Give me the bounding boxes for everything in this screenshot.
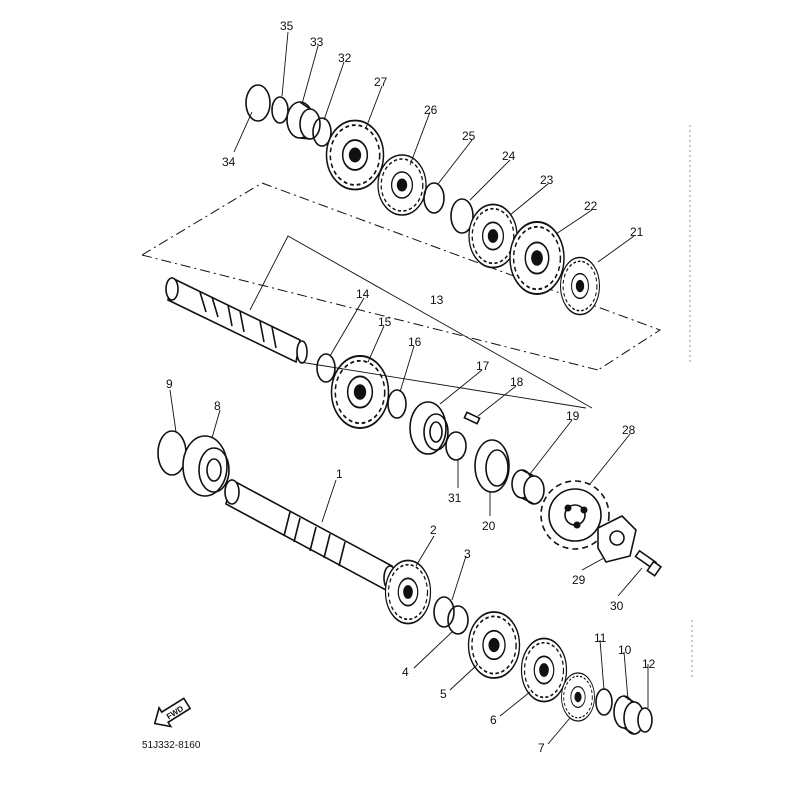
gear-6 <box>520 637 568 703</box>
circlip-34 <box>245 84 271 122</box>
dash-dot-outline <box>141 182 662 371</box>
gear-26 <box>377 154 427 216</box>
circlip-31 <box>445 431 467 461</box>
washer-35 <box>271 96 289 124</box>
callout-27: 27 <box>374 75 388 89</box>
callout-30: 30 <box>610 599 624 613</box>
pin-18 <box>463 411 481 425</box>
callout-16: 16 <box>408 335 422 349</box>
callout-3: 3 <box>464 547 471 561</box>
callout-2: 2 <box>430 523 437 537</box>
collar-19 <box>511 469 545 505</box>
callout-1: 1 <box>336 467 343 481</box>
bearing-17 <box>409 401 449 455</box>
washer-11 <box>595 688 613 716</box>
gear-21 <box>559 256 601 316</box>
leader-lines <box>169 31 649 745</box>
gear-22 <box>509 221 565 295</box>
callout-12: 12 <box>642 657 656 671</box>
callout-10: 10 <box>618 643 632 657</box>
callout-4: 4 <box>402 665 409 679</box>
callout-6: 6 <box>490 713 497 727</box>
callout-31: 31 <box>448 491 462 505</box>
circlip-9 <box>157 430 187 476</box>
sprocket-28 <box>540 480 610 550</box>
callout-labels: 1 2 3 4 5 6 7 8 9 10 11 12 13 14 15 16 1… <box>166 19 656 755</box>
gear-27 <box>325 119 385 191</box>
callout-23: 23 <box>540 173 554 187</box>
callout-25: 25 <box>462 129 476 143</box>
circlip-4 <box>447 605 469 635</box>
part-code: 51J332-8160 <box>142 740 201 751</box>
shaft-1 <box>224 478 397 592</box>
gear-15 <box>330 355 390 429</box>
callout-24: 24 <box>502 149 516 163</box>
middle-assembly <box>316 353 663 577</box>
gear-2 <box>384 559 432 625</box>
bearing-33 <box>286 101 321 140</box>
washer-24 <box>450 198 474 234</box>
top-assembly <box>245 84 601 316</box>
circlip-14 <box>316 353 336 383</box>
callout-9: 9 <box>166 377 173 391</box>
callout-15: 15 <box>378 315 392 329</box>
oil-seal-20 <box>474 439 510 493</box>
lower-bracket-line <box>299 361 587 409</box>
callout-5: 5 <box>440 687 447 701</box>
callout-29: 29 <box>572 573 586 587</box>
callout-19: 19 <box>566 409 580 423</box>
callout-13: 13 <box>430 293 444 307</box>
callout-17: 17 <box>476 359 490 373</box>
callout-21: 21 <box>630 225 644 239</box>
circlip-25 <box>423 182 445 214</box>
callout-14: 14 <box>356 287 370 301</box>
gear-5 <box>467 611 521 679</box>
right-edge-marks <box>689 125 693 680</box>
washer-3 <box>433 596 455 628</box>
callout-8: 8 <box>214 399 221 413</box>
bearing-8 <box>182 435 230 497</box>
callout-32: 32 <box>338 51 352 65</box>
callout-11: 11 <box>594 631 607 645</box>
lower-assembly <box>157 430 653 735</box>
washer-16 <box>387 389 407 419</box>
lock-washer-29 <box>597 515 637 563</box>
bolt-30 <box>634 549 663 577</box>
callout-18: 18 <box>510 375 524 389</box>
callout-22: 22 <box>584 199 598 213</box>
gear-7 <box>560 672 596 722</box>
callout-26: 26 <box>424 103 438 117</box>
callout-20: 20 <box>482 519 496 533</box>
callout-34: 34 <box>222 155 236 169</box>
callout-33: 33 <box>310 35 324 49</box>
callout-7: 7 <box>538 741 545 755</box>
callout-35: 35 <box>280 19 294 33</box>
washer-12 <box>637 707 653 733</box>
callout-28: 28 <box>622 423 636 437</box>
washer-32 <box>312 117 332 147</box>
main-axle-13 <box>165 276 308 364</box>
upper-bracket-line <box>249 235 593 409</box>
fwd-arrow: FWD <box>153 697 192 728</box>
